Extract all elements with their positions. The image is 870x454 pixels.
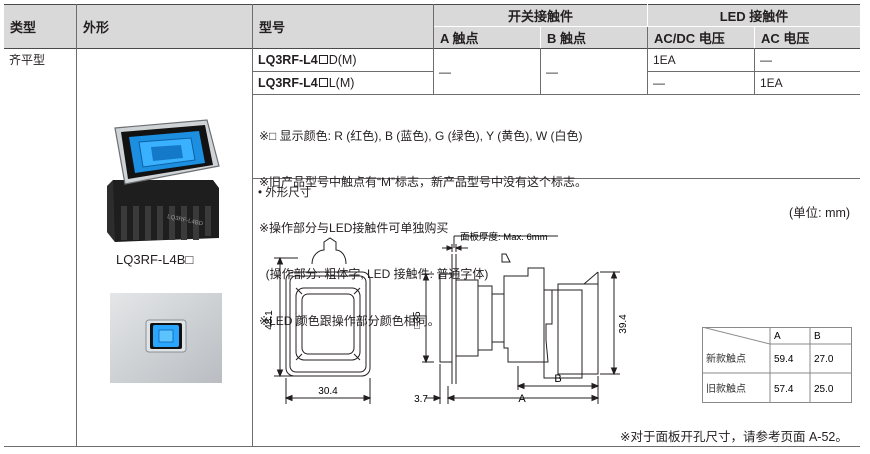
header-appearance: 外形 — [77, 4, 252, 48]
mounted-image — [110, 293, 222, 383]
dim-table: A B 新款触点 59.4 27.0 旧款触点 57.4 25.0 — [702, 327, 852, 403]
dim-height-front: 48.1 — [264, 310, 275, 330]
header-b-contact-text: B 触点 — [547, 31, 587, 46]
dim-offset: 3.7 — [414, 394, 428, 405]
dim-table-row-1-a: 59.4 — [774, 354, 794, 365]
panel-thickness: 面板厚度: Max. 6mm — [460, 231, 548, 243]
row-separator-model — [253, 71, 433, 72]
dim-table-col-a: A — [774, 331, 781, 342]
product-image: LQ3RF-L4BD — [107, 119, 220, 242]
dim-table-row-1-label: 新款触点 — [706, 352, 746, 365]
row-separator-notes — [253, 94, 860, 95]
dimension-drawing: 48.1 30.4 □35 39.4 3.7 B A 面板厚度: Max. 6m… — [264, 231, 629, 405]
dim-table-col-b: B — [814, 331, 821, 342]
header-acdc-voltage-text: AC/DC 电压 — [654, 31, 725, 46]
col-line-5 — [647, 4, 648, 94]
dim-b: B — [554, 373, 561, 385]
dim-table-row-2-b: 25.0 — [814, 384, 834, 395]
col-line-1 — [76, 4, 77, 447]
dim-a: A — [518, 393, 526, 405]
product-label: LQ3RF-L4B□ — [116, 251, 194, 267]
row-1-ac: — — [760, 52, 772, 67]
dim-table-row-2-a: 57.4 — [774, 384, 794, 395]
note-3: ※操作部分与LED接触件可单独购买 — [259, 221, 449, 236]
header-led-contact-text: LED 接触件 — [719, 8, 789, 24]
header-model: 型号 — [253, 4, 433, 48]
col-line-3 — [433, 4, 434, 94]
model-row-1: LQ3RF-L4 D(M) — [253, 48, 433, 71]
header-appearance-text: 外形 — [83, 19, 110, 35]
col-line-5-top — [647, 4, 648, 27]
header-switch-contact-text: 开关接触件 — [507, 8, 573, 24]
table-border-top — [4, 4, 860, 5]
table-border-bottom — [4, 446, 860, 447]
dim-side-height: 39.4 — [618, 314, 629, 334]
col-line-4 — [540, 48, 541, 94]
placeholder-box — [318, 55, 328, 64]
row-2-ac: 1EA — [760, 75, 783, 90]
header-type: 类型 — [4, 4, 76, 48]
note-2: ※旧产品型号中触点有“M”标志，新产品型号中没有这个标志。 — [259, 175, 588, 190]
header-ac-voltage: AC 电压 — [755, 27, 860, 48]
header-acdc-voltage: AC/DC 电压 — [648, 27, 754, 48]
note-1: ※□ 显示颜色: R (红色), B (蓝色), G (绿色), Y (黄色),… — [259, 128, 583, 143]
header-ac-voltage-text: AC 电压 — [761, 31, 810, 46]
dim-square: □35 — [412, 311, 423, 329]
placeholder-box — [318, 78, 328, 87]
dimension-title: • 外形尺寸 — [258, 187, 312, 199]
header-model-text: 型号 — [259, 19, 286, 35]
contact-a-value: — — [439, 64, 451, 79]
row-1-acdc: 1EA — [653, 52, 676, 67]
dim-table-row-2-label: 旧款触点 — [706, 382, 746, 395]
col-line-6 — [754, 48, 755, 94]
model-row-2-suffix: L(M) — [328, 75, 355, 90]
header-led-contact: LED 接触件 — [648, 4, 860, 26]
header-a-contact-text: A 触点 — [440, 31, 479, 46]
model-row-1-suffix: D(M) — [328, 52, 357, 67]
row-separator-dims — [253, 178, 860, 179]
model-row-1-bold: LQ3RF-L4 — [258, 52, 318, 67]
model-row-2-bold: LQ3RF-L4 — [258, 75, 318, 90]
model-row-2: LQ3RF-L4 L(M) — [253, 71, 433, 94]
note-5: ※LED 颜色跟操作部分颜色相同。 — [259, 313, 440, 328]
header-a-contact: A 触点 — [434, 27, 540, 48]
note-4: (操作部分: 粗体字, LED 接触件: 普通字体) — [259, 267, 489, 282]
unit-label: (单位: mm) — [789, 206, 851, 220]
notes: ※□ 显示颜色: R (红色), B (蓝色), G (绿色), Y (黄色),… — [259, 98, 587, 360]
header-switch-contact: 开关接触件 — [434, 4, 647, 26]
header-b-contact: B 触点 — [541, 27, 647, 48]
header-bottom-line — [4, 48, 860, 49]
dim-width-front: 30.4 — [318, 386, 338, 397]
row-2-acdc: — — [653, 75, 665, 90]
footnote: ※对于面板开孔尺寸，请参考页面 A-52。 — [620, 430, 848, 444]
header-type-text: 类型 — [10, 19, 37, 35]
col-line-2 — [252, 4, 253, 447]
dim-table-row-1-b: 27.0 — [814, 354, 834, 365]
contact-b-value: — — [546, 64, 558, 79]
type-value: 齐平型 — [9, 52, 46, 67]
